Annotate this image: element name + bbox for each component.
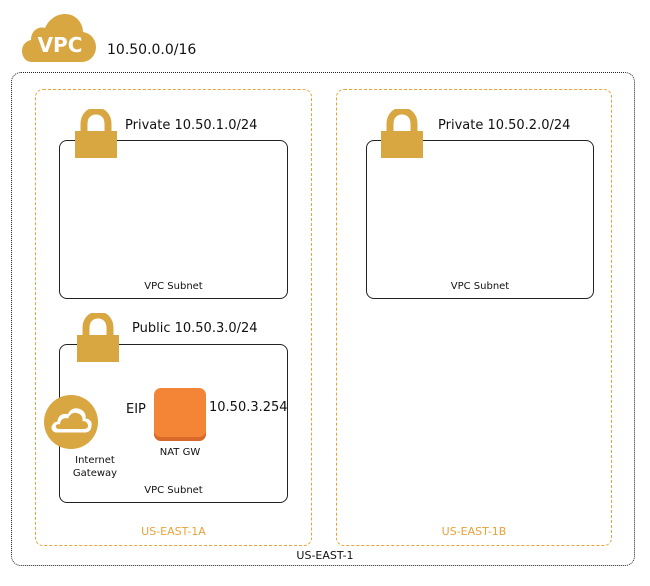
- subnet-caption: VPC Subnet: [144, 485, 203, 496]
- nat-gateway-icon: [154, 388, 206, 441]
- subnet-caption: VPC Subnet: [144, 281, 203, 292]
- availability-zone-b-label: US-EAST-1B: [441, 525, 507, 538]
- availability-zone-a: [35, 89, 312, 546]
- internet-gateway-label-line2: Gateway: [72, 468, 118, 479]
- private-subnet-1: [59, 140, 288, 299]
- vpc-badge-text: VPC: [38, 33, 83, 57]
- nat-gateway-label: NAT GW: [159, 447, 201, 458]
- lock-icon: [75, 109, 117, 158]
- availability-zone-b: [336, 89, 612, 546]
- vpc-cloud-icon: VPC: [22, 14, 96, 62]
- eip-label: EIP: [126, 402, 146, 417]
- subnet-title: Private 10.50.2.0/24: [438, 118, 571, 133]
- lock-icon: [381, 109, 423, 158]
- eip-address: 10.50.3.254: [209, 400, 288, 415]
- region-boundary: [11, 72, 635, 566]
- lock-icon: [77, 313, 119, 362]
- subnet-caption: VPC Subnet: [450, 281, 510, 292]
- availability-zone-a-label: US-EAST-1A: [141, 525, 206, 538]
- private-subnet-2: [366, 140, 594, 299]
- subnet-title: Private 10.50.1.0/24: [125, 118, 258, 133]
- subnet-title: Public 10.50.3.0/24: [132, 321, 258, 336]
- region-label: US-EAST-1: [296, 549, 354, 562]
- internet-gateway-label: Internet Gateway: [60, 454, 130, 480]
- internet-gateway-icon: [44, 395, 98, 449]
- internet-gateway-label-line1: Internet: [75, 455, 115, 466]
- vpc-cidr: 10.50.0.0/16: [107, 42, 197, 58]
